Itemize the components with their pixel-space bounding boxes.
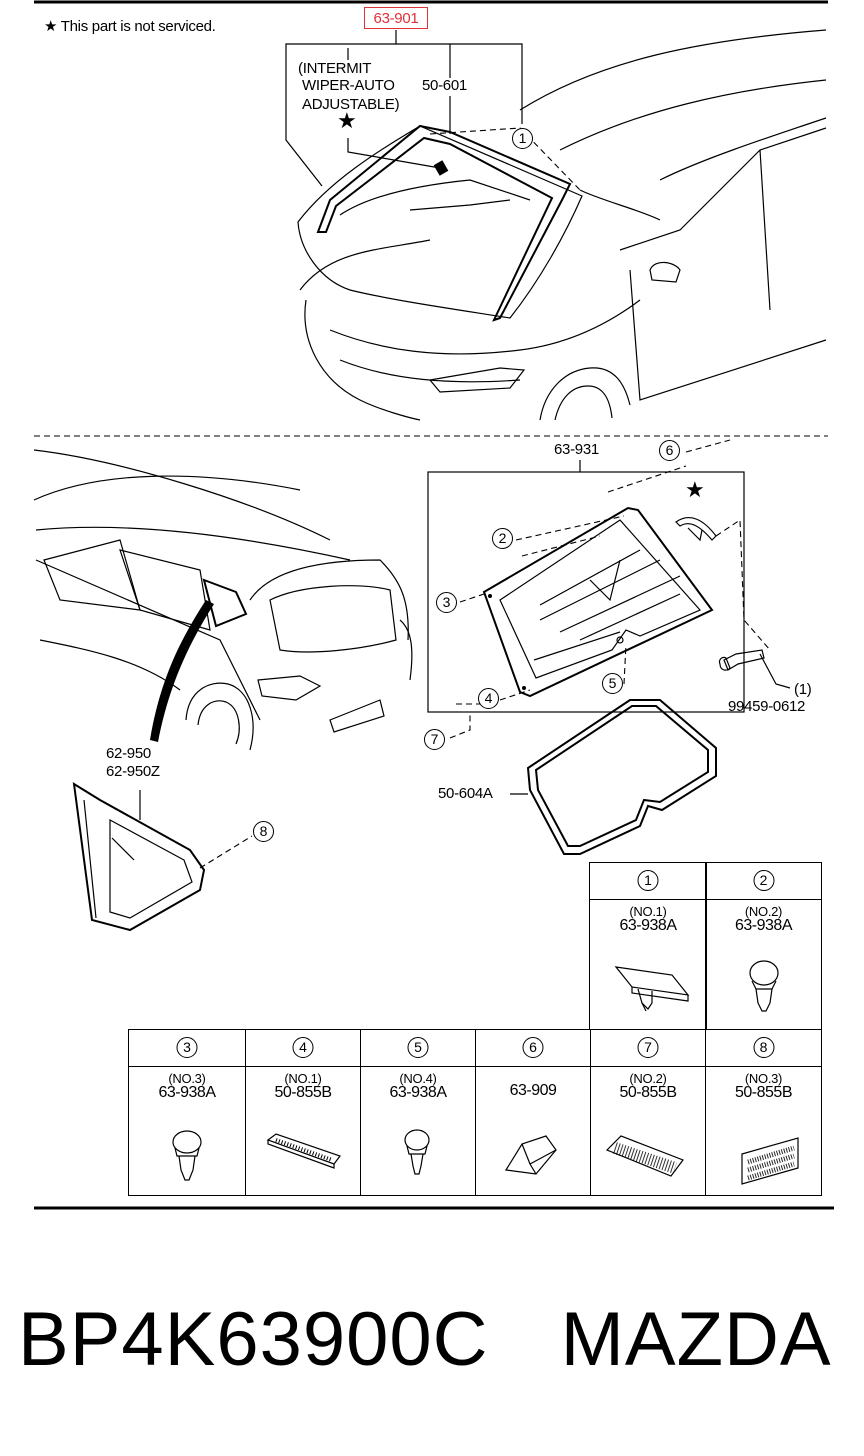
bolt-quantity: (1): [794, 681, 812, 698]
cell-callout-5: 5: [407, 1037, 429, 1058]
part-label-63-931: 63-931: [554, 441, 599, 458]
cell-part-6[interactable]: 63-909: [509, 1082, 557, 1099]
cell-callout-4: 4: [292, 1037, 314, 1058]
cell-part-8[interactable]: 50-855B: [735, 1084, 793, 1101]
parts-table-cell-6: 6 63-909: [475, 1029, 591, 1196]
cell-sub-5: (NO.4): [399, 1071, 437, 1086]
callout-3: 3: [436, 592, 457, 613]
windshield-note-line-3: ADJUSTABLE): [302, 96, 400, 113]
star-icon: ★: [337, 108, 357, 133]
cell-part-5[interactable]: 63-938A: [389, 1084, 448, 1101]
callout-8: 8: [253, 821, 274, 842]
cell-part-1[interactable]: 63-938A: [619, 917, 678, 934]
parts-table-cell-8: 8 (NO.3) 50-855B: [705, 1029, 822, 1196]
cell-sub-7: (NO.2): [629, 1071, 667, 1086]
caption-brand: MAZDA: [560, 1297, 832, 1382]
cell-callout-8: 8: [753, 1037, 774, 1058]
rear-car-illustration: [33, 449, 413, 932]
spacer-icon: [505, 1135, 557, 1175]
cell-part-3[interactable]: 63-938A: [158, 1084, 217, 1101]
part-label-50-601: 50-601: [422, 77, 467, 94]
star-icon: ★: [44, 18, 58, 35]
cell-part-7[interactable]: 50-855B: [619, 1084, 678, 1101]
bottom-caption: BP4K63900C MAZDA: [18, 1300, 832, 1380]
callout-2: 2: [492, 528, 513, 549]
part-label-99459-0612: 99459-0612: [728, 698, 806, 715]
parts-table-cell-4: 4 (NO.1) 50-855B: [245, 1029, 361, 1196]
tape-no1-icon: [266, 1133, 341, 1169]
cell-callout-2: 2: [753, 870, 774, 891]
parts-table-cell-1: 1 (NO.1) 63-938A: [589, 862, 707, 1030]
cell-sub-8: (NO.3): [744, 1071, 783, 1086]
cell-part-4[interactable]: 50-855B: [274, 1084, 333, 1101]
parts-table-cell-5: 5 (NO.4) 63-938A: [360, 1029, 476, 1196]
highlighted-part-label: 63-901: [373, 10, 419, 27]
callout-5: 5: [602, 673, 623, 694]
callout-4: 4: [478, 688, 499, 709]
tape-no2-icon: [605, 1135, 684, 1177]
callout-6: 6: [659, 440, 680, 461]
parts-table-cell-3: 3 (NO.3) 63-938A: [128, 1029, 246, 1196]
cell-sub-4: (NO.1): [284, 1071, 322, 1086]
highlighted-part-number[interactable]: 63-901: [364, 7, 428, 29]
clip-no1-icon: [614, 966, 690, 1012]
front-car-illustration: [285, 29, 827, 421]
cell-sub-2: (NO.2): [744, 904, 783, 919]
tape-no3-icon: [741, 1137, 799, 1185]
cell-callout-7: 7: [637, 1037, 659, 1058]
clip-no2-icon: [749, 960, 779, 1012]
caption-part-number: BP4K63900C: [18, 1297, 489, 1382]
parts-table-cell-7: 7 (NO.2) 50-855B: [590, 1029, 706, 1196]
windshield-note-line-1: (INTERMIT: [298, 60, 372, 77]
part-label-62-950z: 62-950Z: [106, 763, 160, 780]
cell-part-2[interactable]: 63-938A: [735, 917, 793, 934]
part-label-50-604a: 50-604A: [438, 785, 493, 802]
clip-no3-icon: [172, 1130, 202, 1181]
callout-1: 1: [512, 128, 533, 149]
clip-no4-icon: [404, 1129, 430, 1175]
parts-table-cell-2: 2 (NO.2) 63-938A: [705, 862, 822, 1030]
legend-note-text: This part is not serviced.: [60, 18, 216, 35]
liftgate-glass-illustration: [427, 439, 791, 855]
star-icon: ★: [685, 477, 705, 502]
cell-callout-1: 1: [637, 870, 659, 891]
legend-note: ★ This part is not serviced.: [44, 19, 216, 35]
callout-7: 7: [424, 729, 445, 750]
cell-callout-6: 6: [522, 1037, 544, 1058]
cell-sub-3: (NO.3): [168, 1071, 206, 1086]
cell-sub-1: (NO.1): [629, 904, 667, 919]
cell-callout-3: 3: [176, 1037, 198, 1058]
windshield-note-line-2: WIPER-AUTO: [302, 77, 395, 94]
part-label-62-950: 62-950: [106, 745, 151, 762]
